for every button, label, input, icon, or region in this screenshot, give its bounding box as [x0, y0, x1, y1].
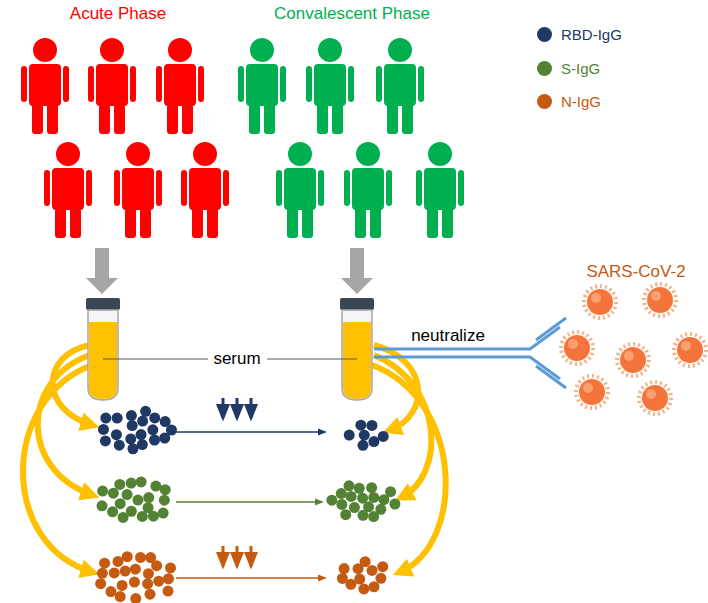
tube: [342, 310, 372, 400]
person-icon: [416, 142, 464, 238]
down-arrow: [341, 248, 373, 294]
down-arrow: [86, 248, 118, 294]
person-icon: [238, 38, 286, 134]
tube-cap: [86, 298, 120, 310]
tube-cap: [340, 298, 374, 310]
yellow-arrow: [23, 365, 92, 572]
legend-item: RBD-IgG: [537, 26, 622, 43]
virus-particle: [617, 344, 649, 376]
yellow-arrow: [374, 355, 431, 497]
decrease-arrow: [222, 398, 225, 418]
virus-particle: [576, 376, 608, 408]
decrease-arrow: [250, 398, 253, 418]
leader-line: [103, 358, 208, 359]
legend-text: RBD-IgG: [561, 26, 622, 43]
serum-fill: [343, 322, 371, 399]
legend-text: N-IgG: [561, 93, 601, 110]
antibody-dots: [326, 480, 400, 522]
virus-particle: [639, 382, 671, 414]
legend-item: S-IgG: [537, 60, 600, 77]
virus-particle: [561, 332, 593, 364]
antibody-dots: [337, 556, 388, 594]
legend-swatch: [537, 27, 552, 42]
person-icon: [21, 38, 69, 134]
legend-swatch: [537, 61, 552, 76]
virus-particle: [674, 334, 706, 366]
virus-particle: [584, 286, 616, 318]
person-icon: [376, 38, 424, 134]
person-icon: [344, 142, 392, 238]
decrease-arrow: [250, 546, 253, 566]
person-icon: [276, 142, 324, 238]
person-icon: [156, 38, 204, 134]
virus-particle: [644, 284, 676, 316]
legend-swatch: [537, 94, 552, 109]
phase-title: Convalescent Phase: [274, 4, 430, 24]
legend-item: N-IgG: [537, 93, 601, 110]
person-icon: [114, 142, 162, 238]
trend-arrow: [176, 501, 322, 503]
leader-line: [267, 358, 357, 359]
decrease-arrow: [222, 546, 225, 566]
person-icon: [44, 142, 92, 238]
antibody-dots: [344, 420, 389, 451]
antibody-dots: [95, 551, 176, 603]
trend-arrow: [176, 577, 325, 579]
antibody: [374, 318, 566, 388]
person-icon: [181, 142, 229, 238]
action-label: neutralize: [411, 326, 485, 346]
legend-text: S-IgG: [561, 60, 600, 77]
decrease-arrow: [236, 398, 239, 418]
trend-arrow: [176, 431, 325, 433]
serum-label: serum: [210, 349, 263, 369]
yellow-arrow: [372, 365, 446, 572]
decrease-arrow: [236, 546, 239, 566]
phase-title: Acute Phase: [70, 4, 166, 24]
antibody-dots: [97, 476, 171, 522]
person-icon: [88, 38, 136, 134]
antibody-dots: [98, 406, 177, 454]
serum-fill: [89, 322, 117, 399]
person-icon: [306, 38, 354, 134]
yellow-arrow: [38, 355, 92, 495]
virus-label: SARS-CoV-2: [586, 262, 685, 282]
tube: [88, 310, 118, 400]
